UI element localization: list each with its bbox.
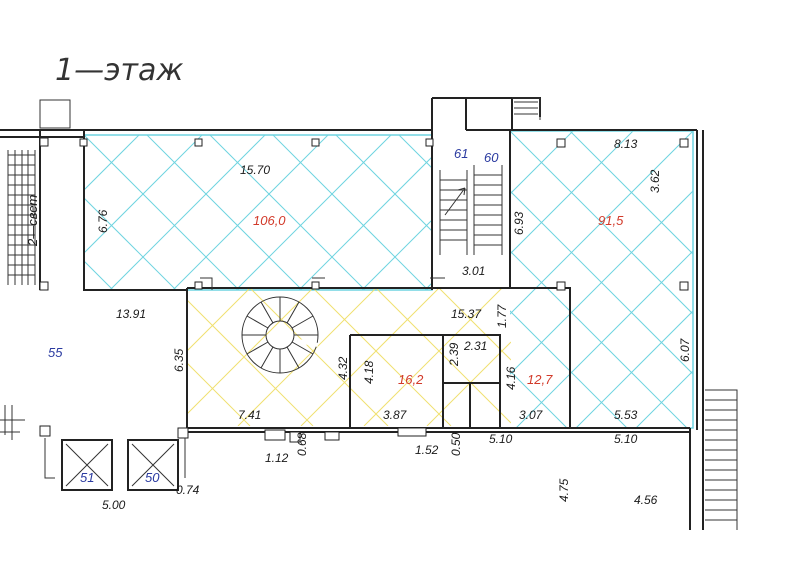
- left-stair: [7, 150, 36, 285]
- room-area-106: 106,0: [253, 213, 286, 228]
- dim-6-07: 6.07: [678, 337, 692, 362]
- spiral-stair: [241, 296, 319, 374]
- dim-7-41: 7.41: [238, 408, 261, 422]
- room-area-12: 12,7: [527, 372, 553, 387]
- dim-1-52: 1.52: [415, 443, 439, 457]
- room-106-grid: [84, 135, 432, 290]
- dim-4-56: 4.56: [634, 493, 658, 507]
- dim-0-50: 0.50: [449, 432, 463, 456]
- room-id-60: 60: [484, 150, 499, 165]
- dim-3-62: 3.62: [648, 169, 662, 193]
- dim-2-31: 2.31: [463, 339, 487, 353]
- room-area-91: 91,5: [598, 213, 624, 228]
- dim-4-75: 4.75: [557, 478, 571, 502]
- elevators: [44, 438, 186, 491]
- walls: [0, 97, 704, 530]
- dim-3-01: 3.01: [462, 264, 485, 278]
- stair-label: 2—свет: [25, 195, 40, 247]
- dim-6-35: 6.35: [172, 348, 186, 372]
- room-id-51: 51: [80, 470, 94, 485]
- dim-3-87: 3.87: [383, 408, 408, 422]
- dim-4-32: 4.32: [336, 356, 350, 380]
- room-area-16: 16,2: [398, 372, 424, 387]
- dim-3-07: 3.07: [519, 408, 544, 422]
- dim-13-91: 13.91: [116, 307, 146, 321]
- dim-5-00: 5.00: [102, 498, 126, 512]
- room-id-61: 61: [454, 146, 468, 161]
- room-id-50: 50: [145, 470, 160, 485]
- dim-1-12: 1.12: [265, 451, 289, 465]
- dim-5-10-b: 5.10: [614, 432, 638, 446]
- room-id-55: 55: [48, 345, 63, 360]
- dim-1-77: 1.77: [495, 303, 509, 328]
- dim-8-13: 8.13: [614, 137, 638, 151]
- dim-0-74: 0.74: [176, 483, 200, 497]
- central-stair: [439, 97, 541, 255]
- room-91-grid: [510, 131, 693, 428]
- dim-15-70: 15.70: [240, 163, 270, 177]
- dim-2-39: 2.39: [447, 342, 461, 367]
- dim-6-76: 6.76: [96, 209, 110, 233]
- dim-4-18: 4.18: [362, 360, 376, 384]
- dim-0-68: 0.68: [295, 432, 309, 456]
- left-edge-detail: [0, 405, 25, 440]
- dim-5-53: 5.53: [614, 408, 638, 422]
- right-stair: [705, 389, 738, 530]
- dim-5-10-a: 5.10: [489, 432, 513, 446]
- dim-15-37: 15.37: [451, 307, 482, 321]
- floor-title: 1—этаж: [55, 53, 183, 88]
- columns: [39, 137, 689, 443]
- dim-6-93: 6.93: [512, 211, 526, 235]
- dim-4-16: 4.16: [504, 366, 518, 390]
